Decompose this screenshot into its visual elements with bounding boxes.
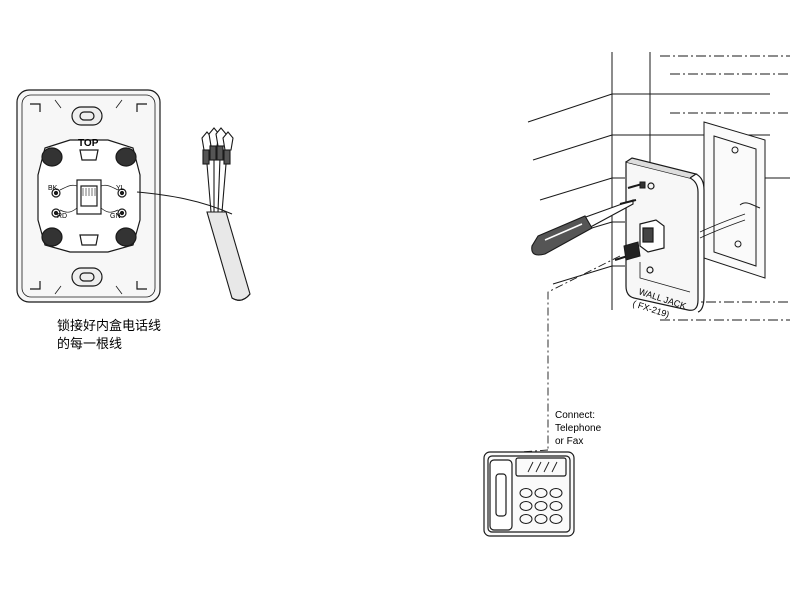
phone-plug [623, 241, 641, 261]
screws [614, 181, 646, 261]
connect-fax: or Fax [555, 436, 584, 447]
caption-line-1: 锁接好内盒电话线 [57, 319, 162, 334]
telephone-cable [136, 127, 251, 301]
keypad [519, 488, 563, 524]
terminal-label-rd: RD [57, 213, 67, 220]
telephone-icon [483, 451, 575, 537]
wall-jack-plate [625, 157, 705, 313]
plate-inner [21, 94, 156, 298]
screwdriver [531, 199, 637, 256]
wall-plate-back [16, 89, 161, 303]
top-screw-slot [71, 106, 103, 126]
bottom-screw-slot [71, 267, 103, 287]
terminal-label-gn: GN [110, 213, 121, 220]
phone-display [515, 457, 567, 477]
connect-label: Connect: [555, 410, 596, 421]
terminal-label-yl: YL [116, 185, 125, 192]
wall-structure [527, 52, 790, 321]
connect-telephone: Telephone [555, 423, 602, 434]
terminal-label-bk: BK [48, 185, 58, 192]
handset [489, 459, 513, 531]
top-label: TOP [78, 138, 99, 149]
jack-leader [639, 262, 691, 293]
caption-line-2: 的每一根线 [57, 337, 123, 352]
